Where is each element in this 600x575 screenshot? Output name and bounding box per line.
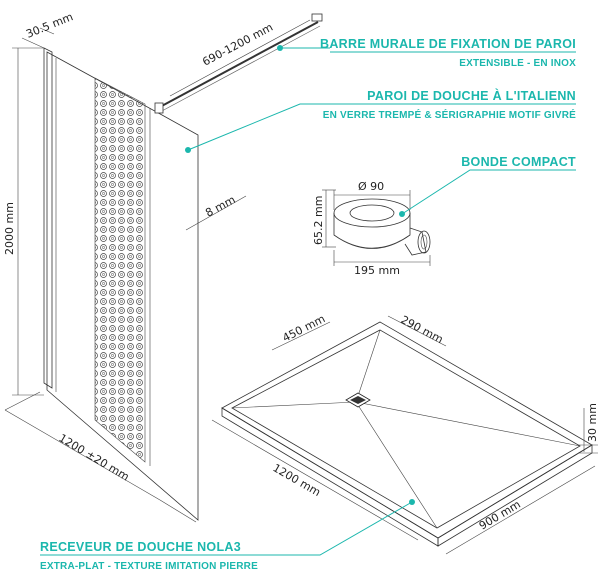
tray-inner-rim [231,329,581,529]
svg-text:Ø 90: Ø 90 [358,180,384,193]
dim-tray-offset-x: 450 mm [271,312,331,351]
svg-text:290 mm: 290 mm [399,313,446,346]
svg-text:8 mm: 8 mm [203,193,237,219]
callout-glass-panel: PAROI DE DOUCHE À L'ITALIENN EN VERRE TR… [185,88,576,153]
dim-drain-width: 195 mm [333,250,431,277]
tray-top [221,321,593,539]
glass-panel [43,47,199,521]
tray-right-side [437,444,593,547]
svg-text:BONDE COMPACT: BONDE COMPACT [461,155,576,169]
svg-text:RECEVEUR DE DOUCHE NOLA3: RECEVEUR DE DOUCHE NOLA3 [40,540,241,554]
dim-glass-thickness: 8 mm [185,193,247,231]
dim-bar-length: 690-1200 mm [169,19,311,97]
svg-text:PAROI DE DOUCHE À L'ITALIENN: PAROI DE DOUCHE À L'ITALIENN [367,88,576,103]
dim-drain-height: 65.2 mm [312,189,336,248]
svg-text:30.5 mm: 30.5 mm [24,10,75,41]
svg-text:EXTENSIBLE - EN INOX: EXTENSIBLE - EN INOX [459,58,576,69]
svg-text:EXTRA-PLAT - TEXTURE IMITATIO: EXTRA-PLAT - TEXTURE IMITATION PIERRE [40,561,258,572]
callout-drain: BONDE COMPACT [399,155,576,217]
dim-drain-diameter: Ø 90 [333,180,411,210]
tray-drain-hole [350,396,366,404]
bar-wall-mount [311,13,323,22]
dim-tray-offset-y: 290 mm [387,313,447,347]
dim-panel-thickness-top: 30.5 mm [21,10,75,49]
callout-tray: RECEVEUR DE DOUCHE NOLA3 EXTRA-PLAT - TE… [40,499,415,572]
svg-text:450 mm: 450 mm [280,312,327,344]
callout-wall-bar: BARRE MURALE DE FIXATION DE PAROI EXTENS… [277,37,576,69]
dim-tray-height: 30 mm [578,403,599,454]
svg-text:690-1200 mm: 690-1200 mm [200,21,275,69]
shower-tray [221,321,593,547]
frosted-motif-band [94,77,146,463]
svg-text:900 mm: 900 mm [477,498,523,533]
dim-tray-length: 1200 mm [211,419,419,541]
wall-bar [154,13,323,114]
dim-panel-height: 2000 mm [3,47,44,396]
wall-profile [43,47,53,389]
svg-text:EN VERRE TREMPÉ & SÉRIGRAPHIE: EN VERRE TREMPÉ & SÉRIGRAPHIE MOTIF GIVR… [323,108,576,121]
svg-text:65.2 mm: 65.2 mm [312,196,325,245]
svg-text:BARRE MURALE DE FIXATION DE PA: BARRE MURALE DE FIXATION DE PAROI [320,37,576,51]
svg-text:30 mm: 30 mm [586,403,599,442]
bar-clamp [154,102,164,114]
tray-front-side [221,407,439,547]
drain-drawing [333,198,431,256]
svg-text:2000 mm: 2000 mm [3,202,16,255]
svg-text:195 mm: 195 mm [354,264,400,277]
